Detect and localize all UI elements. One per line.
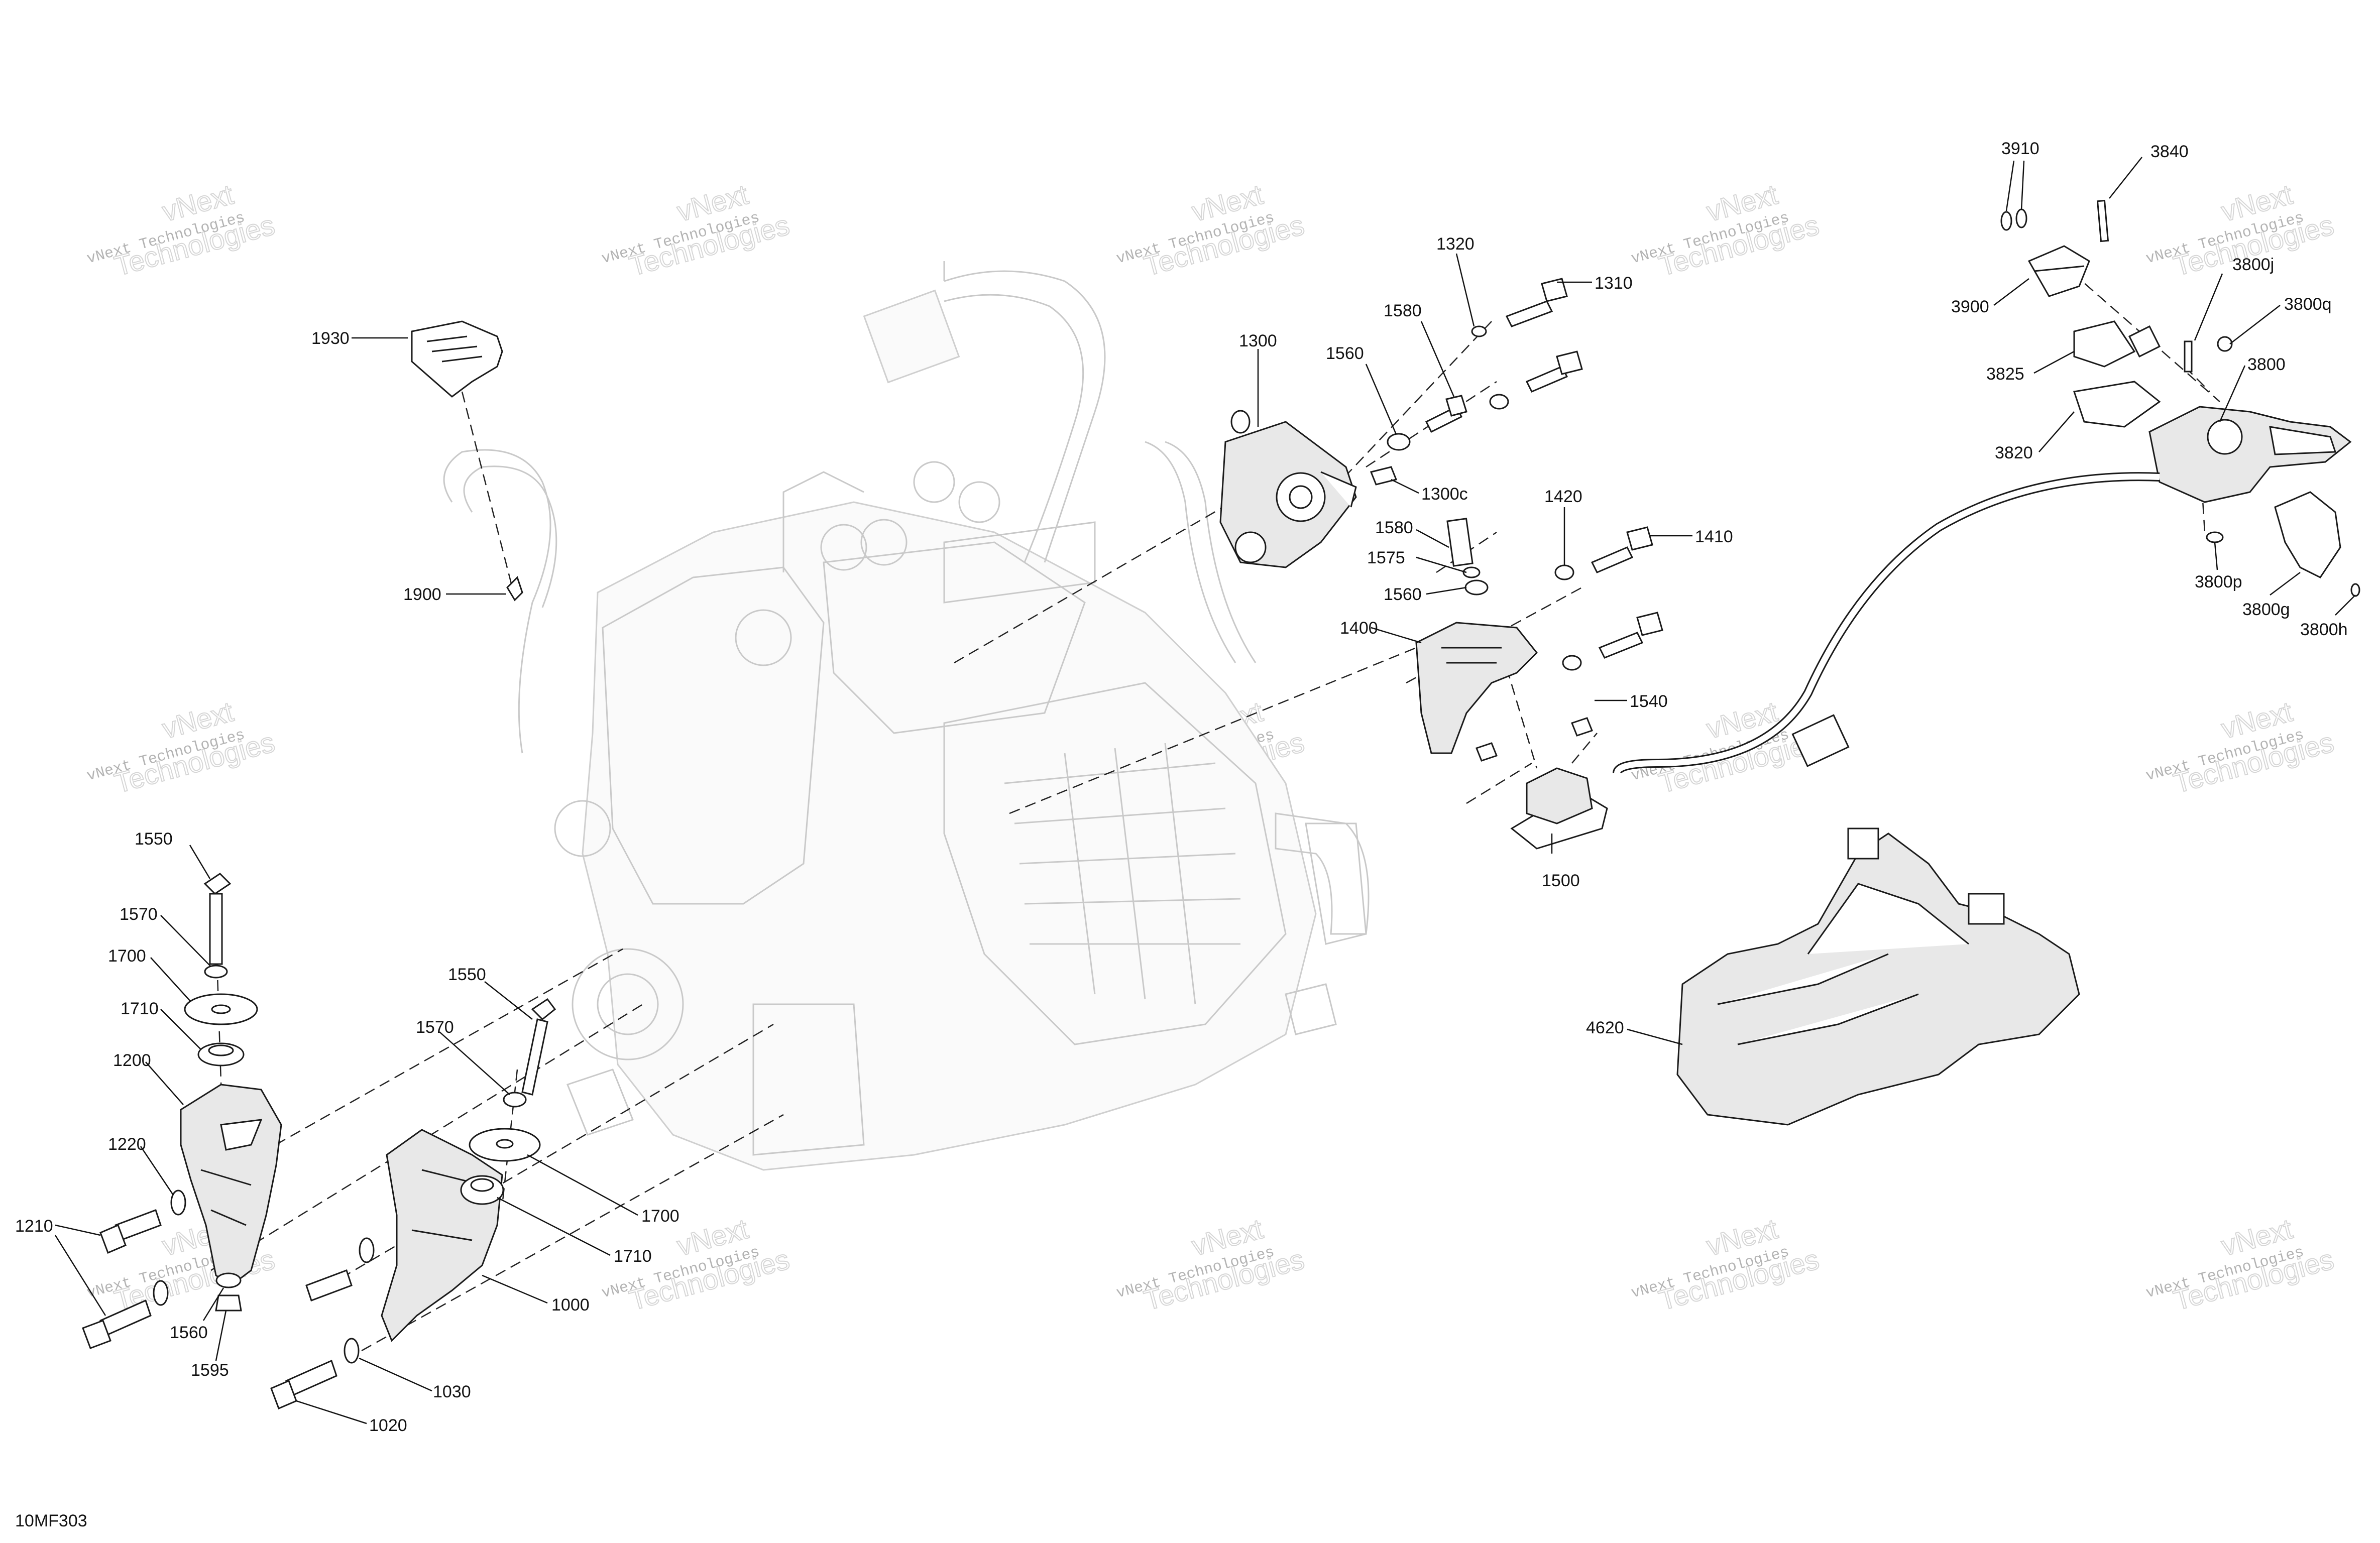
callout-1020: 1020 [369,1416,407,1435]
callout-3910: 3910 [2001,139,2039,158]
callout-1200: 1200 [113,1051,151,1070]
callout-1560-mid: 1560 [1384,585,1422,604]
callout-1700-left: 1700 [108,946,146,966]
part-3800-selector [2148,406,2352,503]
callout-1570-left: 1570 [120,905,158,924]
callout-1560-bottom: 1560 [170,1323,208,1342]
callout-1420: 1420 [1544,487,1582,506]
part-1200-mount [180,1084,282,1286]
callout-1300: 1300 [1239,331,1277,350]
callout-1710-right: 1710 [614,1247,652,1266]
engine-ghost-outline [443,261,1370,1171]
callout-1310: 1310 [1595,274,1633,293]
callout-1580-mid: 1580 [1375,518,1413,537]
callout-1580-top: 1580 [1384,301,1422,320]
callout-1000: 1000 [551,1295,590,1315]
callout-1575: 1575 [1367,548,1405,567]
callout-1700-right: 1700 [641,1207,679,1226]
callout-1595: 1595 [191,1361,229,1380]
leader-lines [54,157,2356,1425]
callout-3900: 3900 [1951,297,1989,316]
callout-3840: 3840 [2150,142,2189,161]
callout-1930: 1930 [311,329,350,348]
callout-3800: 3800 [2247,355,2286,374]
callout-3820: 3820 [1995,443,2033,462]
callout-3800q: 3800q [2284,295,2332,314]
callout-1900: 1900 [403,585,441,604]
callout-3825: 3825 [1986,365,2024,384]
callout-1540: 1540 [1630,692,1668,711]
callout-1410: 1410 [1695,527,1733,546]
callout-3800h: 3800h [2300,620,2348,639]
part-1400-bracket [1415,622,1538,754]
callout-1710-left: 1710 [121,999,159,1018]
callout-3800p: 3800p [2195,572,2242,591]
callout-labels: 1930 1900 1300 1300c 1320 1310 1580 1560… [15,139,2348,1435]
callout-1550-right: 1550 [448,965,486,984]
callout-1570-right: 1570 [416,1018,454,1037]
callout-4620: 4620 [1586,1018,1624,1037]
callout-3800g: 3800g [2242,600,2290,619]
diagram-code: 10MF303 [15,1511,87,1530]
callout-1300c: 1300c [1421,485,1468,504]
callout-1500: 1500 [1542,871,1580,890]
callout-1030: 1030 [433,1382,471,1401]
callout-1400: 1400 [1340,619,1378,638]
parts-layer [82,199,2360,1409]
callout-3800j: 3800j [2232,255,2274,274]
callout-1220: 1220 [108,1135,146,1154]
callout-1320-top: 1320 [1436,234,1475,254]
callout-1560-top: 1560 [1326,344,1364,363]
callout-1210: 1210 [15,1217,53,1236]
callout-1550-left: 1550 [135,829,173,849]
part-4620-cover [1676,833,2080,1126]
